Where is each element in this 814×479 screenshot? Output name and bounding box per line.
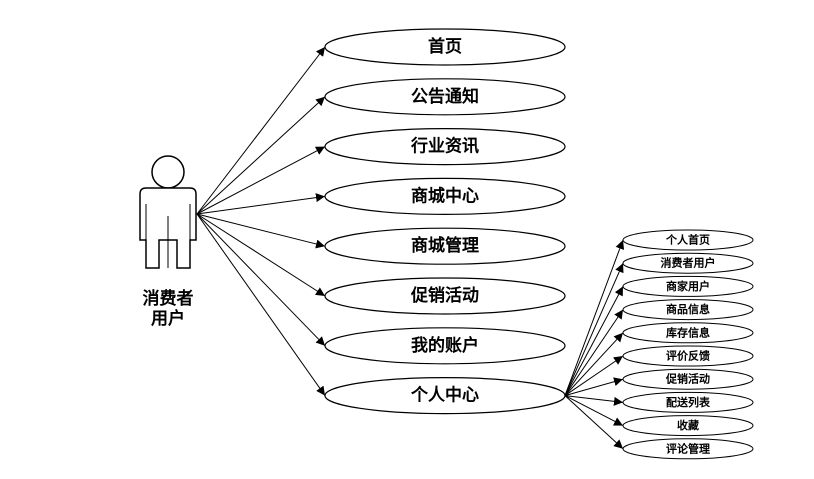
actor-figure — [139, 155, 197, 269]
use-case-label-industry-news: 行业资讯 — [410, 136, 479, 157]
arrow-to-mall-management — [196, 213, 326, 249]
sub-use-case-favorites — [622, 415, 754, 437]
use-case-label-mall-management: 商城管理 — [411, 235, 479, 256]
sub-use-case-promo-activity — [622, 368, 754, 390]
arrow-to-my-account — [196, 213, 326, 347]
use-case-promotion — [324, 277, 566, 315]
actor-label-line1: 消费者 — [143, 288, 194, 309]
sub-arrow-to-personal-home — [564, 239, 625, 396]
sub-use-case-review-feedback — [622, 345, 754, 367]
association-arrows — [196, 46, 625, 450]
actor-label-line2: 用户 — [151, 308, 185, 329]
sub-use-case-label-promo-activity: 促销活动 — [665, 372, 710, 386]
arrow-to-mall-center — [196, 193, 326, 215]
sub-use-case-merchant-user — [622, 275, 754, 297]
use-case-mall-center — [324, 177, 566, 215]
use-case-my-account — [324, 327, 566, 365]
sub-arrow-to-consumer-user — [564, 262, 624, 396]
sub-use-case-label-merchant-user: 商家用户 — [666, 279, 710, 293]
sub-use-case-label-product-info: 商品信息 — [666, 302, 710, 316]
sub-use-case-label-personal-home: 个人首页 — [665, 233, 710, 247]
use-case-personal-center — [324, 377, 566, 415]
use-case-label-notice: 公告通知 — [411, 86, 479, 107]
use-case-nodes: 首页公告通知行业资讯商城中心商城管理促销活动我的账户个人中心个人首页消费者用户商… — [324, 28, 754, 460]
use-case-label-mall-center: 商城中心 — [411, 185, 479, 206]
sub-arrow-to-comment-management — [564, 395, 624, 450]
sub-use-case-product-info — [622, 299, 754, 321]
sub-use-case-delivery-list — [622, 391, 754, 413]
sub-use-case-label-review-feedback: 评价反馈 — [666, 349, 710, 363]
sub-arrow-to-delivery-list — [564, 395, 624, 406]
arrow-to-home — [196, 46, 326, 215]
arrow-to-industry-news — [196, 146, 326, 215]
sub-use-case-consumer-user — [622, 252, 754, 274]
sub-use-case-inventory-info — [622, 322, 754, 344]
sub-arrow-to-merchant-user — [564, 286, 624, 396]
sub-arrow-to-product-info — [564, 309, 624, 396]
use-case-label-home: 首页 — [428, 36, 462, 57]
actor-head — [151, 155, 185, 189]
use-case-label-personal-center: 个人中心 — [410, 385, 479, 406]
sub-use-case-label-favorites: 收藏 — [677, 418, 699, 432]
use-case-industry-news — [324, 128, 566, 166]
use-case-notice — [324, 78, 566, 116]
arrow-to-personal-center — [196, 213, 326, 396]
use-case-home — [324, 28, 566, 66]
sub-use-case-comment-management — [622, 438, 754, 460]
sub-arrow-to-promo-activity — [564, 377, 624, 397]
sub-use-case-label-inventory-info: 库存信息 — [666, 325, 710, 339]
arrow-to-notice — [196, 96, 326, 215]
sub-use-case-label-consumer-user: 消费者用户 — [661, 256, 716, 270]
sub-use-case-personal-home — [622, 229, 754, 251]
arrow-to-promotion — [196, 213, 326, 297]
use-case-label-promotion: 促销活动 — [410, 285, 479, 306]
use-case-mall-management — [324, 227, 566, 265]
sub-arrow-to-inventory-info — [564, 332, 624, 396]
sub-arrow-to-review-feedback — [564, 355, 624, 397]
sub-use-case-label-delivery-list: 配送列表 — [666, 395, 711, 409]
sub-use-case-label-comment-management: 评论管理 — [666, 441, 710, 455]
use-case-label-my-account: 我的账户 — [411, 335, 479, 356]
sub-arrow-to-favorites — [564, 395, 624, 427]
